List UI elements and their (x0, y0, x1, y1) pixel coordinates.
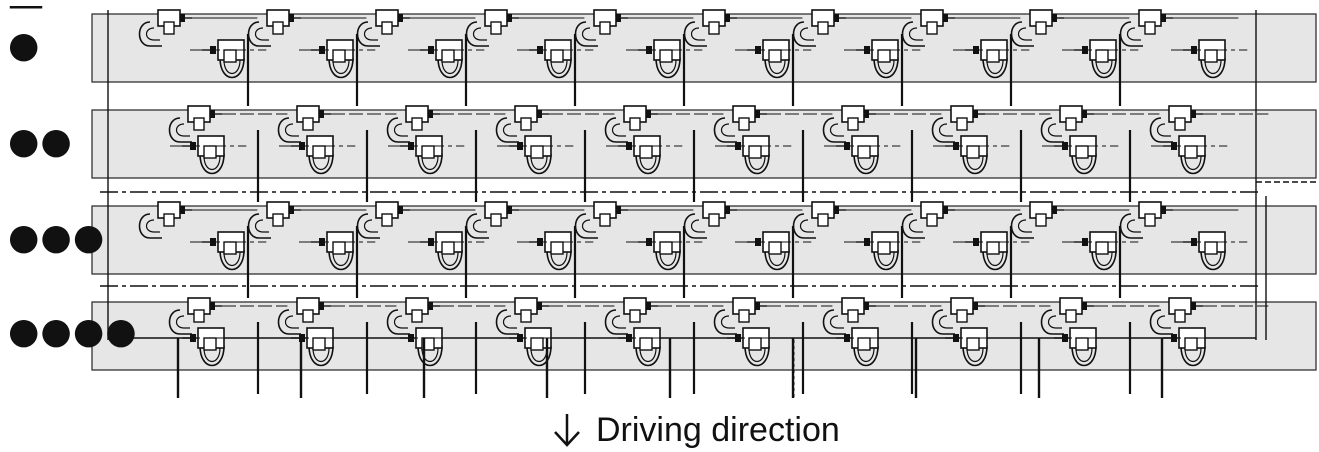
row-label-0: — (8, 0, 45, 26)
band-2 (91, 109, 1317, 179)
drive-lines (170, 17, 1269, 398)
driving-direction-caption: Driving direction (552, 410, 840, 450)
band-4 (91, 301, 1317, 371)
caption-text: Driving direction (596, 410, 840, 449)
row-label-2: ●● (8, 121, 73, 162)
arrow-down-icon (554, 414, 580, 447)
row-label-4: ●●●● (8, 311, 138, 352)
row-label-3: ●●● (8, 217, 106, 258)
row-label-1: ● (8, 25, 41, 66)
